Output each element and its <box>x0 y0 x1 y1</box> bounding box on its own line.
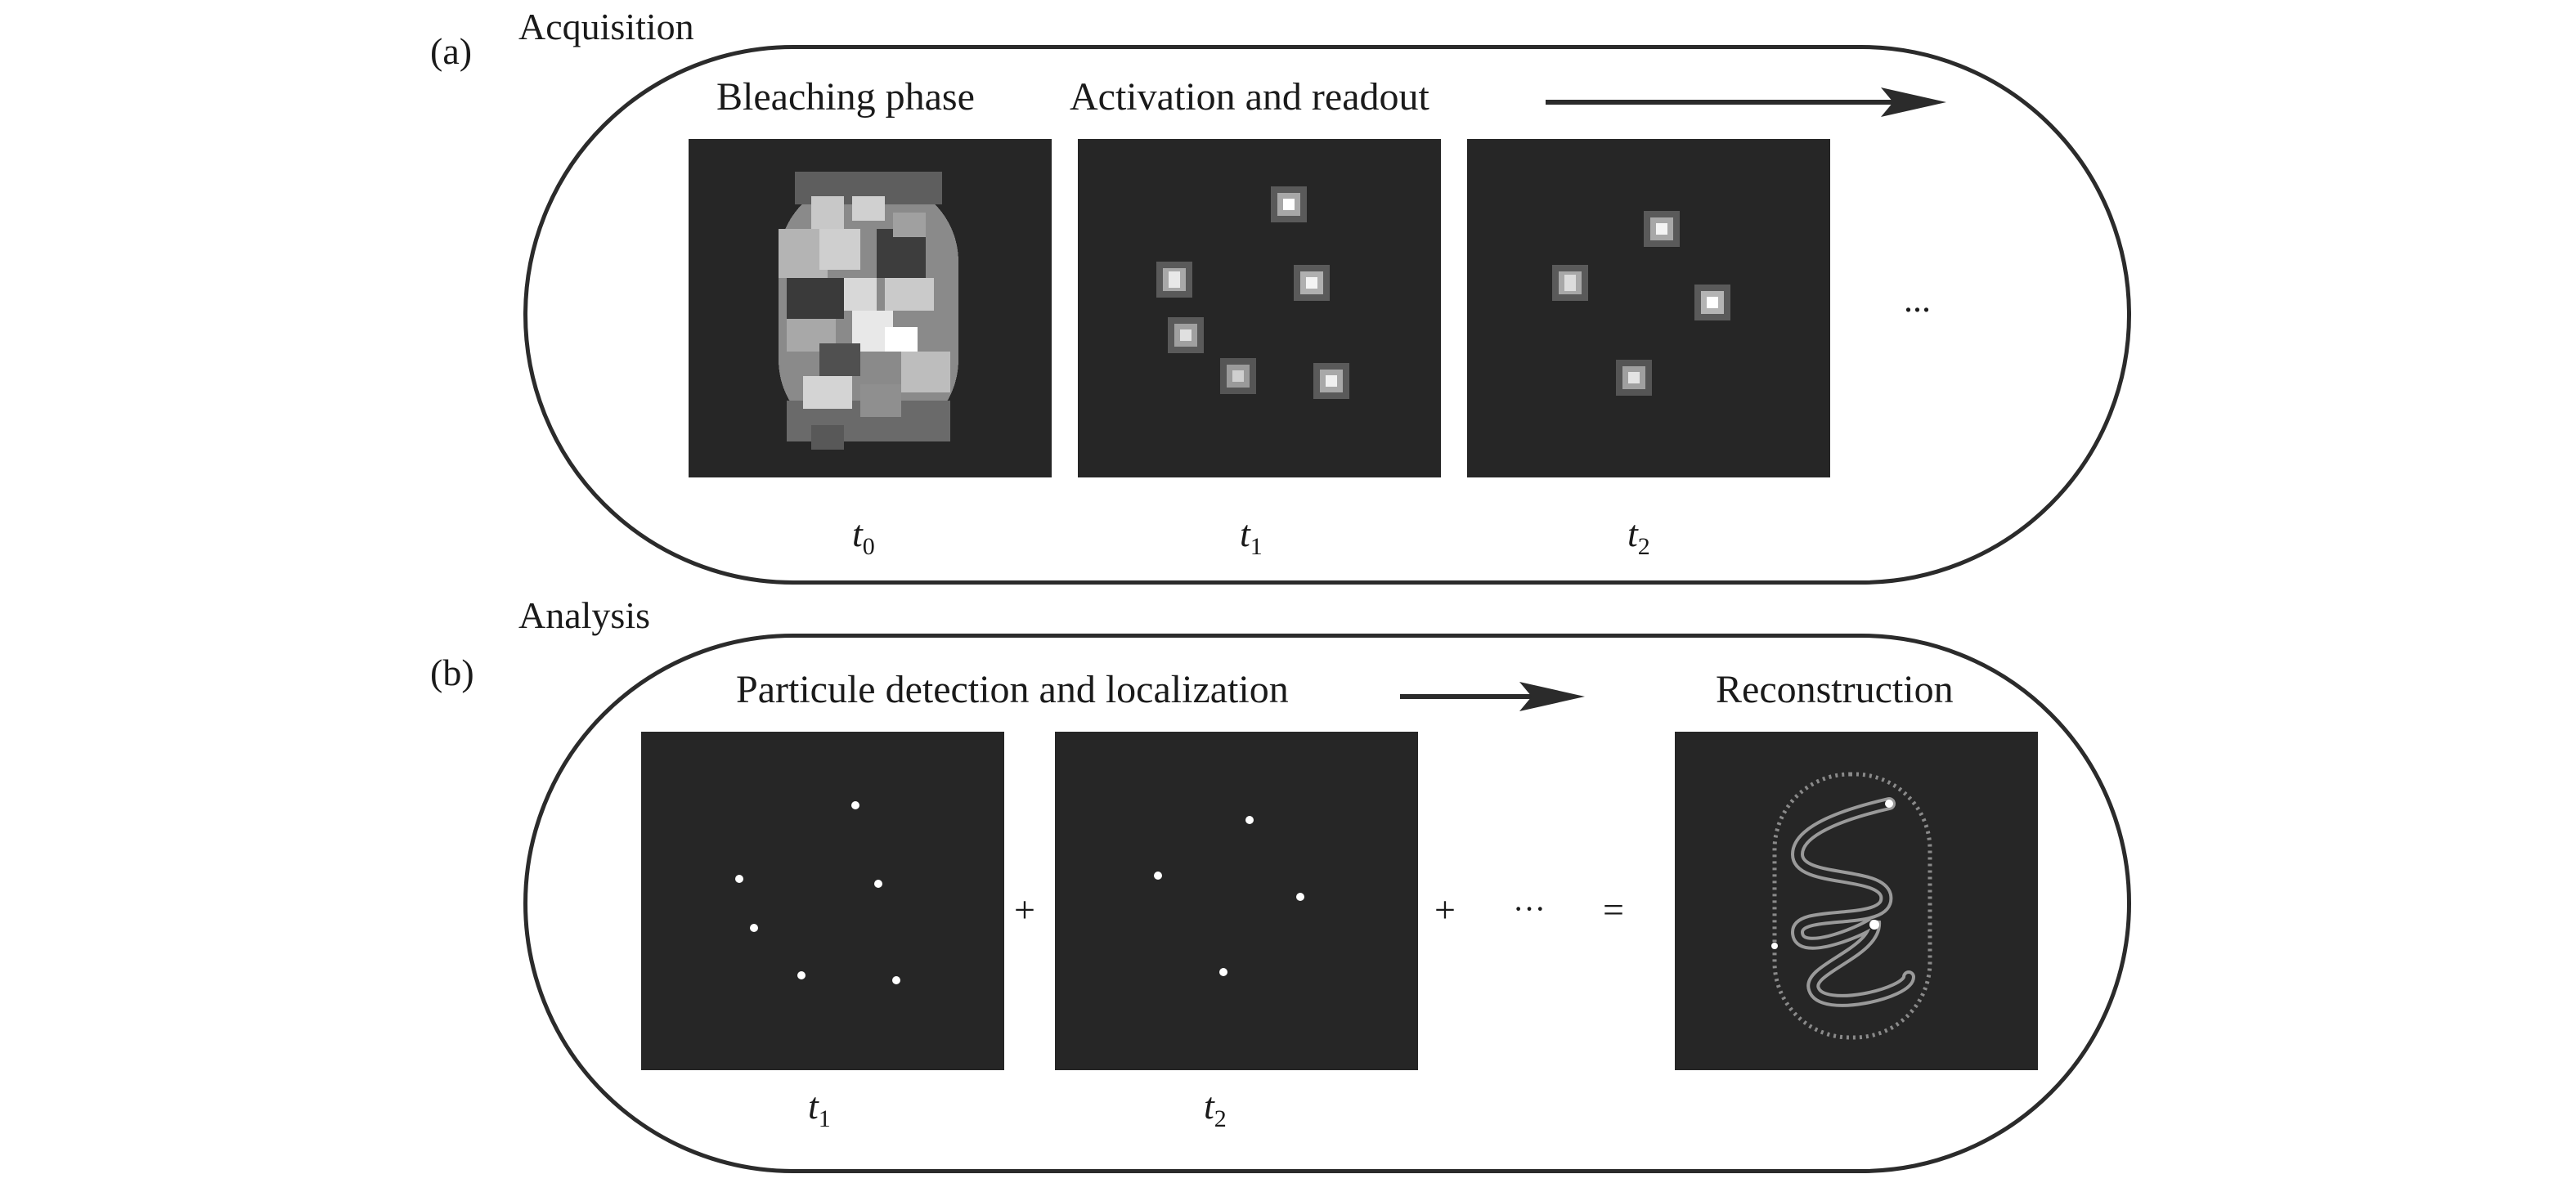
plus-operator-2: + <box>1434 889 1456 930</box>
bright-point <box>1885 800 1893 808</box>
localized-point <box>874 880 882 888</box>
spot <box>1168 317 1204 353</box>
frame-t2-label: t2 <box>1627 513 1650 560</box>
localized-point <box>750 924 758 932</box>
bleaching-phase-caption: Bleaching phase <box>716 75 975 119</box>
bleaching-pixel-blob <box>779 172 958 450</box>
spot <box>1220 358 1256 394</box>
localized-point <box>1154 872 1162 880</box>
bleaching-frame-image <box>689 139 1052 477</box>
detection-frame-t2-image <box>1055 732 1418 1070</box>
spot <box>1616 360 1652 396</box>
localized-point <box>1219 968 1227 976</box>
localized-point <box>892 976 900 984</box>
activation-frame-t1-image <box>1078 139 1441 477</box>
reconstruction-image <box>1675 732 2038 1070</box>
capsule-outline <box>1772 772 1932 1040</box>
plus-operator-1: + <box>1014 889 1035 930</box>
activation-spots-t2 <box>1552 211 1730 396</box>
localized-point <box>1245 816 1254 824</box>
frame-t0-label: t0 <box>852 513 875 560</box>
acquisition-title: Acquisition <box>518 6 694 47</box>
analysis-title: Analysis <box>518 594 650 636</box>
spot <box>1644 211 1680 247</box>
acquisition-panel <box>523 45 2131 585</box>
frame-t1-label: t1 <box>1240 513 1263 560</box>
activation-readout-caption: Activation and readout <box>1070 75 1429 119</box>
reconstructed-structure <box>1771 772 1932 1040</box>
analysis-ellipsis: ··· <box>1513 890 1546 927</box>
detection-arrow <box>1400 682 1585 711</box>
detection-points-t1 <box>735 801 900 984</box>
bright-point <box>1771 943 1778 949</box>
spot <box>1694 285 1730 320</box>
panel-a-letter: (a) <box>430 30 473 72</box>
detection-localization-caption: Particule detection and localization <box>736 668 1289 711</box>
bright-point <box>1869 920 1879 930</box>
panel-b-letter: (b) <box>430 652 474 693</box>
reconstruction-caption: Reconstruction <box>1716 668 1954 711</box>
activation-frame-t2-image <box>1467 139 1830 477</box>
spot <box>1271 186 1307 222</box>
detection-points-t2 <box>1154 816 1304 976</box>
localized-point <box>735 875 743 883</box>
detection-frame-t1-image <box>641 732 1004 1070</box>
activation-spots-t1 <box>1156 186 1349 399</box>
localized-point <box>797 971 806 979</box>
detection-t2-label: t2 <box>1204 1085 1227 1132</box>
spot <box>1294 265 1330 301</box>
equals-operator: = <box>1603 889 1624 930</box>
analysis-panel <box>523 634 2131 1173</box>
acquisition-time-arrow <box>1546 87 1946 117</box>
acquisition-ellipsis: ... <box>1904 280 1931 320</box>
localized-point <box>851 801 859 809</box>
spot <box>1313 363 1349 399</box>
localized-point <box>1296 893 1304 901</box>
spot <box>1156 262 1192 298</box>
spot <box>1552 265 1588 301</box>
detection-t1-label: t1 <box>808 1085 831 1132</box>
